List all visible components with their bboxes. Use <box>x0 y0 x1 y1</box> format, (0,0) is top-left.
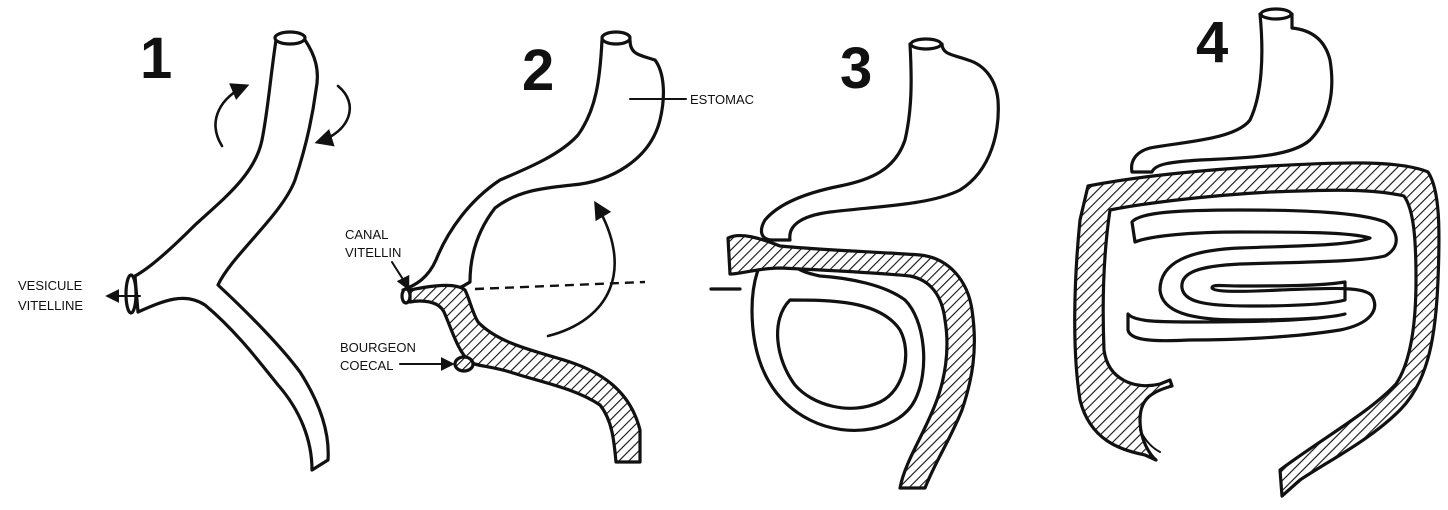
panel-4: 4 <box>1075 9 1439 496</box>
stomach-4 <box>1132 14 1332 172</box>
vesicule-label-line1: VESICULE <box>18 278 83 293</box>
esophagus-opening <box>275 32 305 44</box>
vitelline-duct-stump-2 <box>402 289 410 303</box>
stomach-3 <box>761 44 998 240</box>
esophagus-opening-4 <box>1261 9 1291 19</box>
panel-3: 3 <box>711 36 998 488</box>
rotation-arrow-270 <box>548 204 615 336</box>
small-intestine-coils-4 <box>1128 210 1396 341</box>
rotation-arrow-left <box>216 86 246 146</box>
bourgeon-label-line1: BOURGEON <box>340 340 416 355</box>
esophagus-opening-3 <box>911 39 941 49</box>
primitive-gut-loop <box>135 40 328 470</box>
canal-label-line2: VITELLIN <box>345 245 401 260</box>
panel-number-3: 3 <box>840 36 872 101</box>
panel-number-4: 4 <box>1196 10 1228 75</box>
rotation-axis <box>475 282 645 289</box>
esophagus-opening-2 <box>602 32 630 44</box>
canal-pointer <box>392 262 408 288</box>
bourgeon-label-line2: COECAL <box>340 358 393 373</box>
distal-hatched-loop <box>410 285 640 462</box>
caecal-bud <box>455 357 473 371</box>
panel-number-1: 1 <box>140 26 172 91</box>
panel-1: 1 VESICULE VITELLINE <box>18 26 350 470</box>
rotation-arrow-right <box>318 86 350 142</box>
vesicule-label-line2: VITELLINE <box>18 298 83 313</box>
panel-2: 2 ESTOMAC CANAL VITELLIN BOURGEON COECAL <box>340 32 754 462</box>
panel-number-2: 2 <box>522 38 554 103</box>
canal-label-line1: CANAL <box>345 227 388 242</box>
estomac-label: ESTOMAC <box>690 92 754 107</box>
vitelline-duct-stump <box>126 275 136 313</box>
